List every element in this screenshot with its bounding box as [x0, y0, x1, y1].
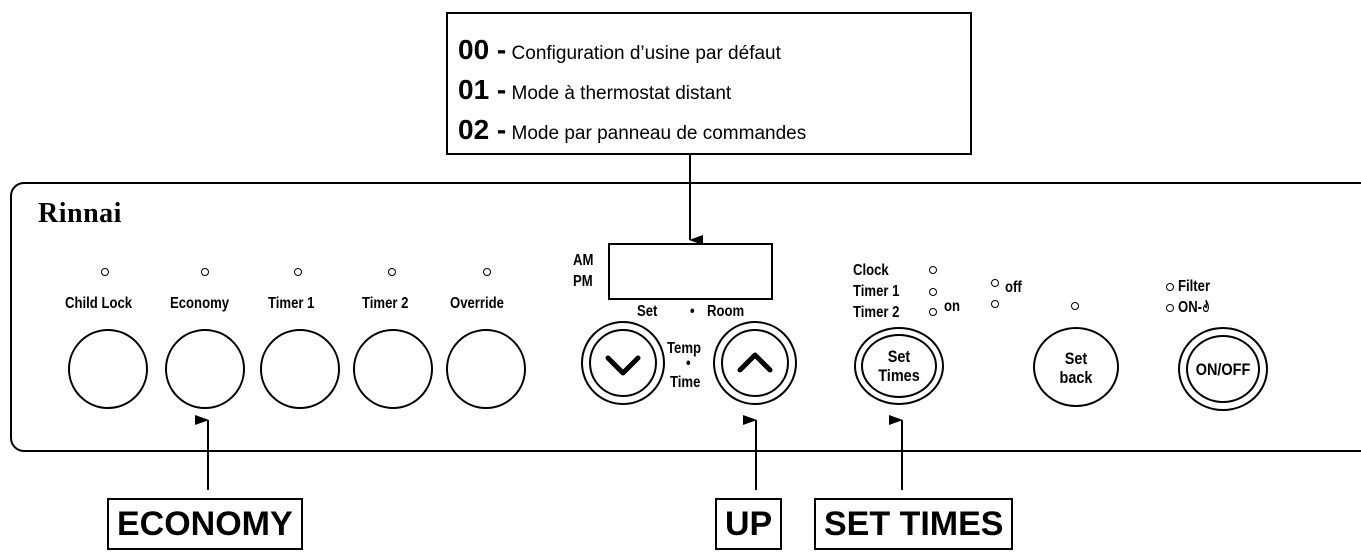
timer1-led	[294, 268, 302, 276]
timer2-indicator-led	[929, 308, 937, 316]
timer1-indicator-led	[929, 288, 937, 296]
off-led-top	[991, 279, 999, 287]
on-indicator-text: ON-	[1178, 299, 1203, 316]
timer2-indicator-label: Timer 2	[853, 304, 900, 321]
set-back-button[interactable]: Set back	[1033, 327, 1119, 407]
child-lock-led	[101, 268, 109, 276]
override-button[interactable]	[446, 329, 526, 409]
chevron-up-icon	[737, 352, 773, 373]
filter-led	[1166, 283, 1174, 291]
on-off-button[interactable]: ON/OFF	[1178, 327, 1268, 411]
mode-line-01: 01 - Mode à thermostat distant	[458, 74, 731, 106]
timer1-button[interactable]	[260, 329, 340, 409]
child-lock-label: Child Lock	[65, 295, 133, 312]
override-led	[483, 268, 491, 276]
on-label: on	[944, 298, 961, 315]
on-off-button-label: ON/OFF	[1195, 360, 1251, 379]
up-button[interactable]	[713, 321, 797, 405]
brand-logo: Rinnai	[38, 198, 122, 229]
control-panel	[10, 182, 1361, 452]
dot-separator: •	[690, 303, 695, 320]
timer2-button[interactable]	[353, 329, 433, 409]
mode-text: Mode par panneau de commandes	[511, 123, 807, 144]
lcd-display	[608, 243, 773, 300]
chevron-down-icon	[605, 355, 641, 376]
am-label: AM	[573, 252, 594, 269]
temp-time-dot: •	[686, 355, 691, 372]
timer2-led	[388, 268, 396, 276]
off-led-bottom	[991, 300, 999, 308]
room-label: Room	[707, 303, 745, 320]
economy-label: Economy	[170, 295, 230, 312]
mode-text: Configuration d’usine par défaut	[511, 43, 781, 64]
filter-label: Filter	[1178, 278, 1211, 295]
time-label: Time	[670, 374, 701, 391]
economy-button[interactable]	[165, 329, 245, 409]
timer1-indicator-label: Timer 1	[853, 283, 900, 300]
set-back-led	[1071, 302, 1079, 310]
mode-code: 00 -	[458, 34, 507, 65]
temp-label: Temp	[667, 340, 702, 357]
mode-code: 02 -	[458, 114, 507, 145]
set-times-callout: SET TIMES	[814, 498, 1014, 550]
up-callout: UP	[715, 498, 783, 550]
mode-code: 01 -	[458, 74, 507, 105]
pm-label: PM	[573, 273, 593, 290]
mode-line-00: 00 - Configuration d’usine par défaut	[458, 34, 781, 66]
down-button[interactable]	[581, 321, 665, 405]
economy-callout: ECONOMY	[107, 498, 303, 550]
mode-callout: 00 - Configuration d’usine par défaut 01…	[446, 12, 972, 155]
set-times-button[interactable]: Set Times	[854, 327, 944, 405]
set-times-button-line2: Times	[878, 366, 920, 385]
set-back-button-line2: back	[1059, 368, 1093, 387]
on-flame-label: ON-	[1178, 299, 1210, 317]
set-times-button-line1: Set	[887, 347, 911, 366]
child-lock-button[interactable]	[68, 329, 148, 409]
mode-line-02: 02 - Mode par panneau de commandes	[458, 114, 806, 146]
timer1-label: Timer 1	[268, 295, 315, 312]
economy-led	[201, 268, 209, 276]
mode-text: Mode à thermostat distant	[511, 83, 732, 104]
timer2-label: Timer 2	[362, 295, 409, 312]
off-label: off	[1005, 279, 1022, 296]
clock-led	[929, 266, 937, 274]
set-back-button-line1: Set	[1064, 349, 1088, 368]
override-label: Override	[450, 295, 504, 312]
set-label: Set	[637, 303, 658, 320]
flame-icon	[1203, 299, 1210, 313]
clock-label: Clock	[853, 262, 889, 279]
on-flame-led	[1166, 304, 1174, 312]
